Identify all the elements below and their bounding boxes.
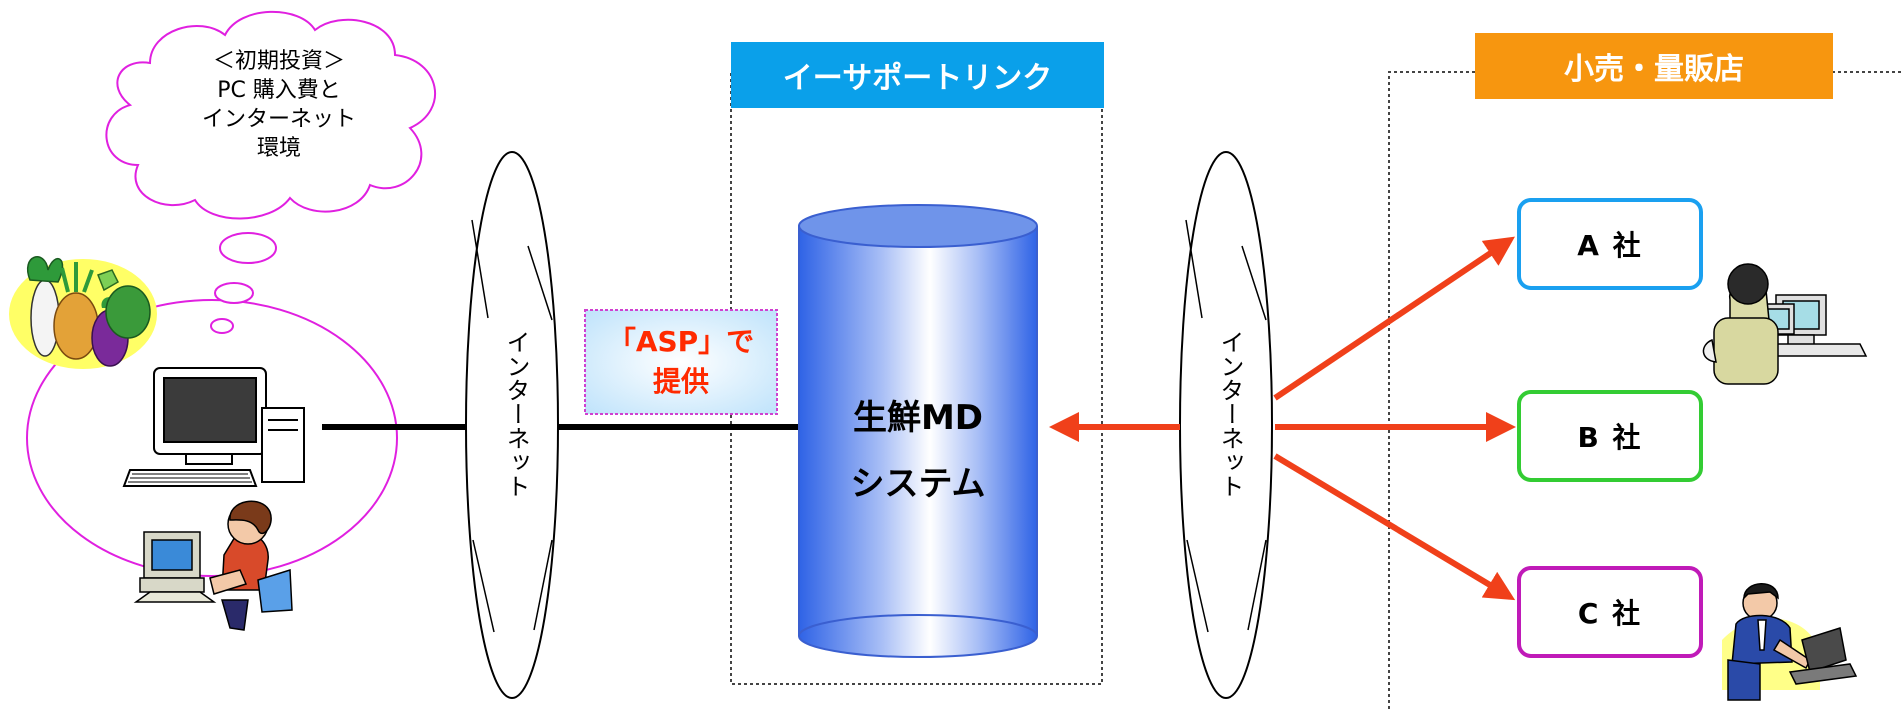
cloud-line-1: ＜初期投資＞ bbox=[212, 49, 345, 74]
company-a-label: A 社 bbox=[1577, 229, 1643, 262]
database-line-2: システム bbox=[850, 464, 986, 504]
cloud-line-3: インターネット bbox=[201, 107, 356, 132]
database-label: 生鮮MD システム bbox=[800, 385, 1036, 517]
company-c-box: C 社 bbox=[1517, 566, 1703, 658]
retail-header: 小売・量販店 bbox=[1475, 33, 1833, 99]
esupport-title: イーサポートリンク bbox=[782, 61, 1053, 96]
asp-box bbox=[584, 309, 778, 415]
internet-label-right: インターネット bbox=[1216, 330, 1244, 498]
internet-label-left: インターネット bbox=[502, 330, 530, 498]
thought-bubble-large bbox=[219, 232, 277, 264]
vegetables-icon bbox=[9, 256, 157, 369]
database-line-1: 生鮮MD bbox=[852, 398, 984, 438]
asp-line-2: 提供 bbox=[652, 365, 709, 398]
arrow-to-company-c bbox=[1273, 453, 1516, 601]
company-b-box: B 社 bbox=[1517, 390, 1703, 482]
woman-at-computer-icon bbox=[133, 500, 293, 631]
retail-title: 小売・量販店 bbox=[1564, 52, 1744, 87]
cloud-line-2: PC 購入費と bbox=[217, 78, 341, 103]
company-a-box: A 社 bbox=[1517, 198, 1703, 290]
man-at-computer-icon bbox=[1702, 263, 1868, 385]
internet-ellipse-left bbox=[465, 151, 559, 699]
asp-label: 「ASP」で 提供 bbox=[585, 322, 777, 402]
asp-line-1: 「ASP」で bbox=[607, 325, 755, 358]
businessman-at-laptop-icon bbox=[1722, 583, 1858, 701]
internet-ellipse-right bbox=[1179, 151, 1273, 699]
client-cluster bbox=[26, 299, 398, 577]
cloud-text: ＜初期投資＞ PC 購入費と インターネット 環境 bbox=[160, 47, 398, 163]
database-cylinder-icon bbox=[798, 204, 1038, 658]
arrow-to-company-a bbox=[1273, 236, 1515, 401]
thought-bubble-small bbox=[210, 318, 234, 334]
thought-bubble-medium bbox=[214, 282, 254, 304]
desktop-computer-icon bbox=[122, 367, 305, 487]
cloud-shape bbox=[105, 10, 437, 220]
esupport-header: イーサポートリンク bbox=[731, 42, 1104, 108]
cloud-line-4: 環境 bbox=[256, 136, 301, 161]
company-c-label: C 社 bbox=[1577, 597, 1643, 630]
company-b-label: B 社 bbox=[1577, 421, 1643, 454]
